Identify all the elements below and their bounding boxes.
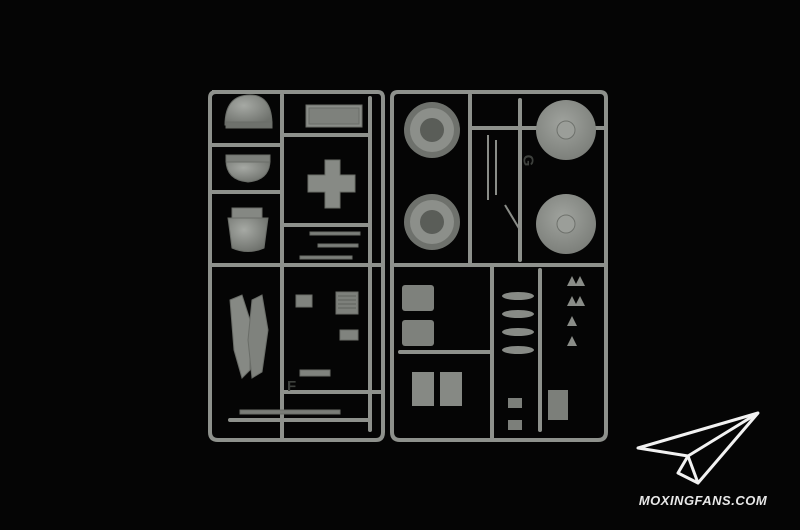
watermark-text: MOXINGFANS.COM — [638, 493, 768, 508]
left-sprue-frame — [208, 90, 385, 442]
left-sprue-parts — [224, 94, 363, 415]
right-sprue-parts — [402, 100, 596, 430]
sprue-letter-f: F — [287, 378, 297, 395]
sprue-letter-g: G — [519, 154, 537, 167]
watermark: MOXINGFANS.COM — [628, 408, 778, 508]
paper-plane-icon — [636, 411, 760, 485]
